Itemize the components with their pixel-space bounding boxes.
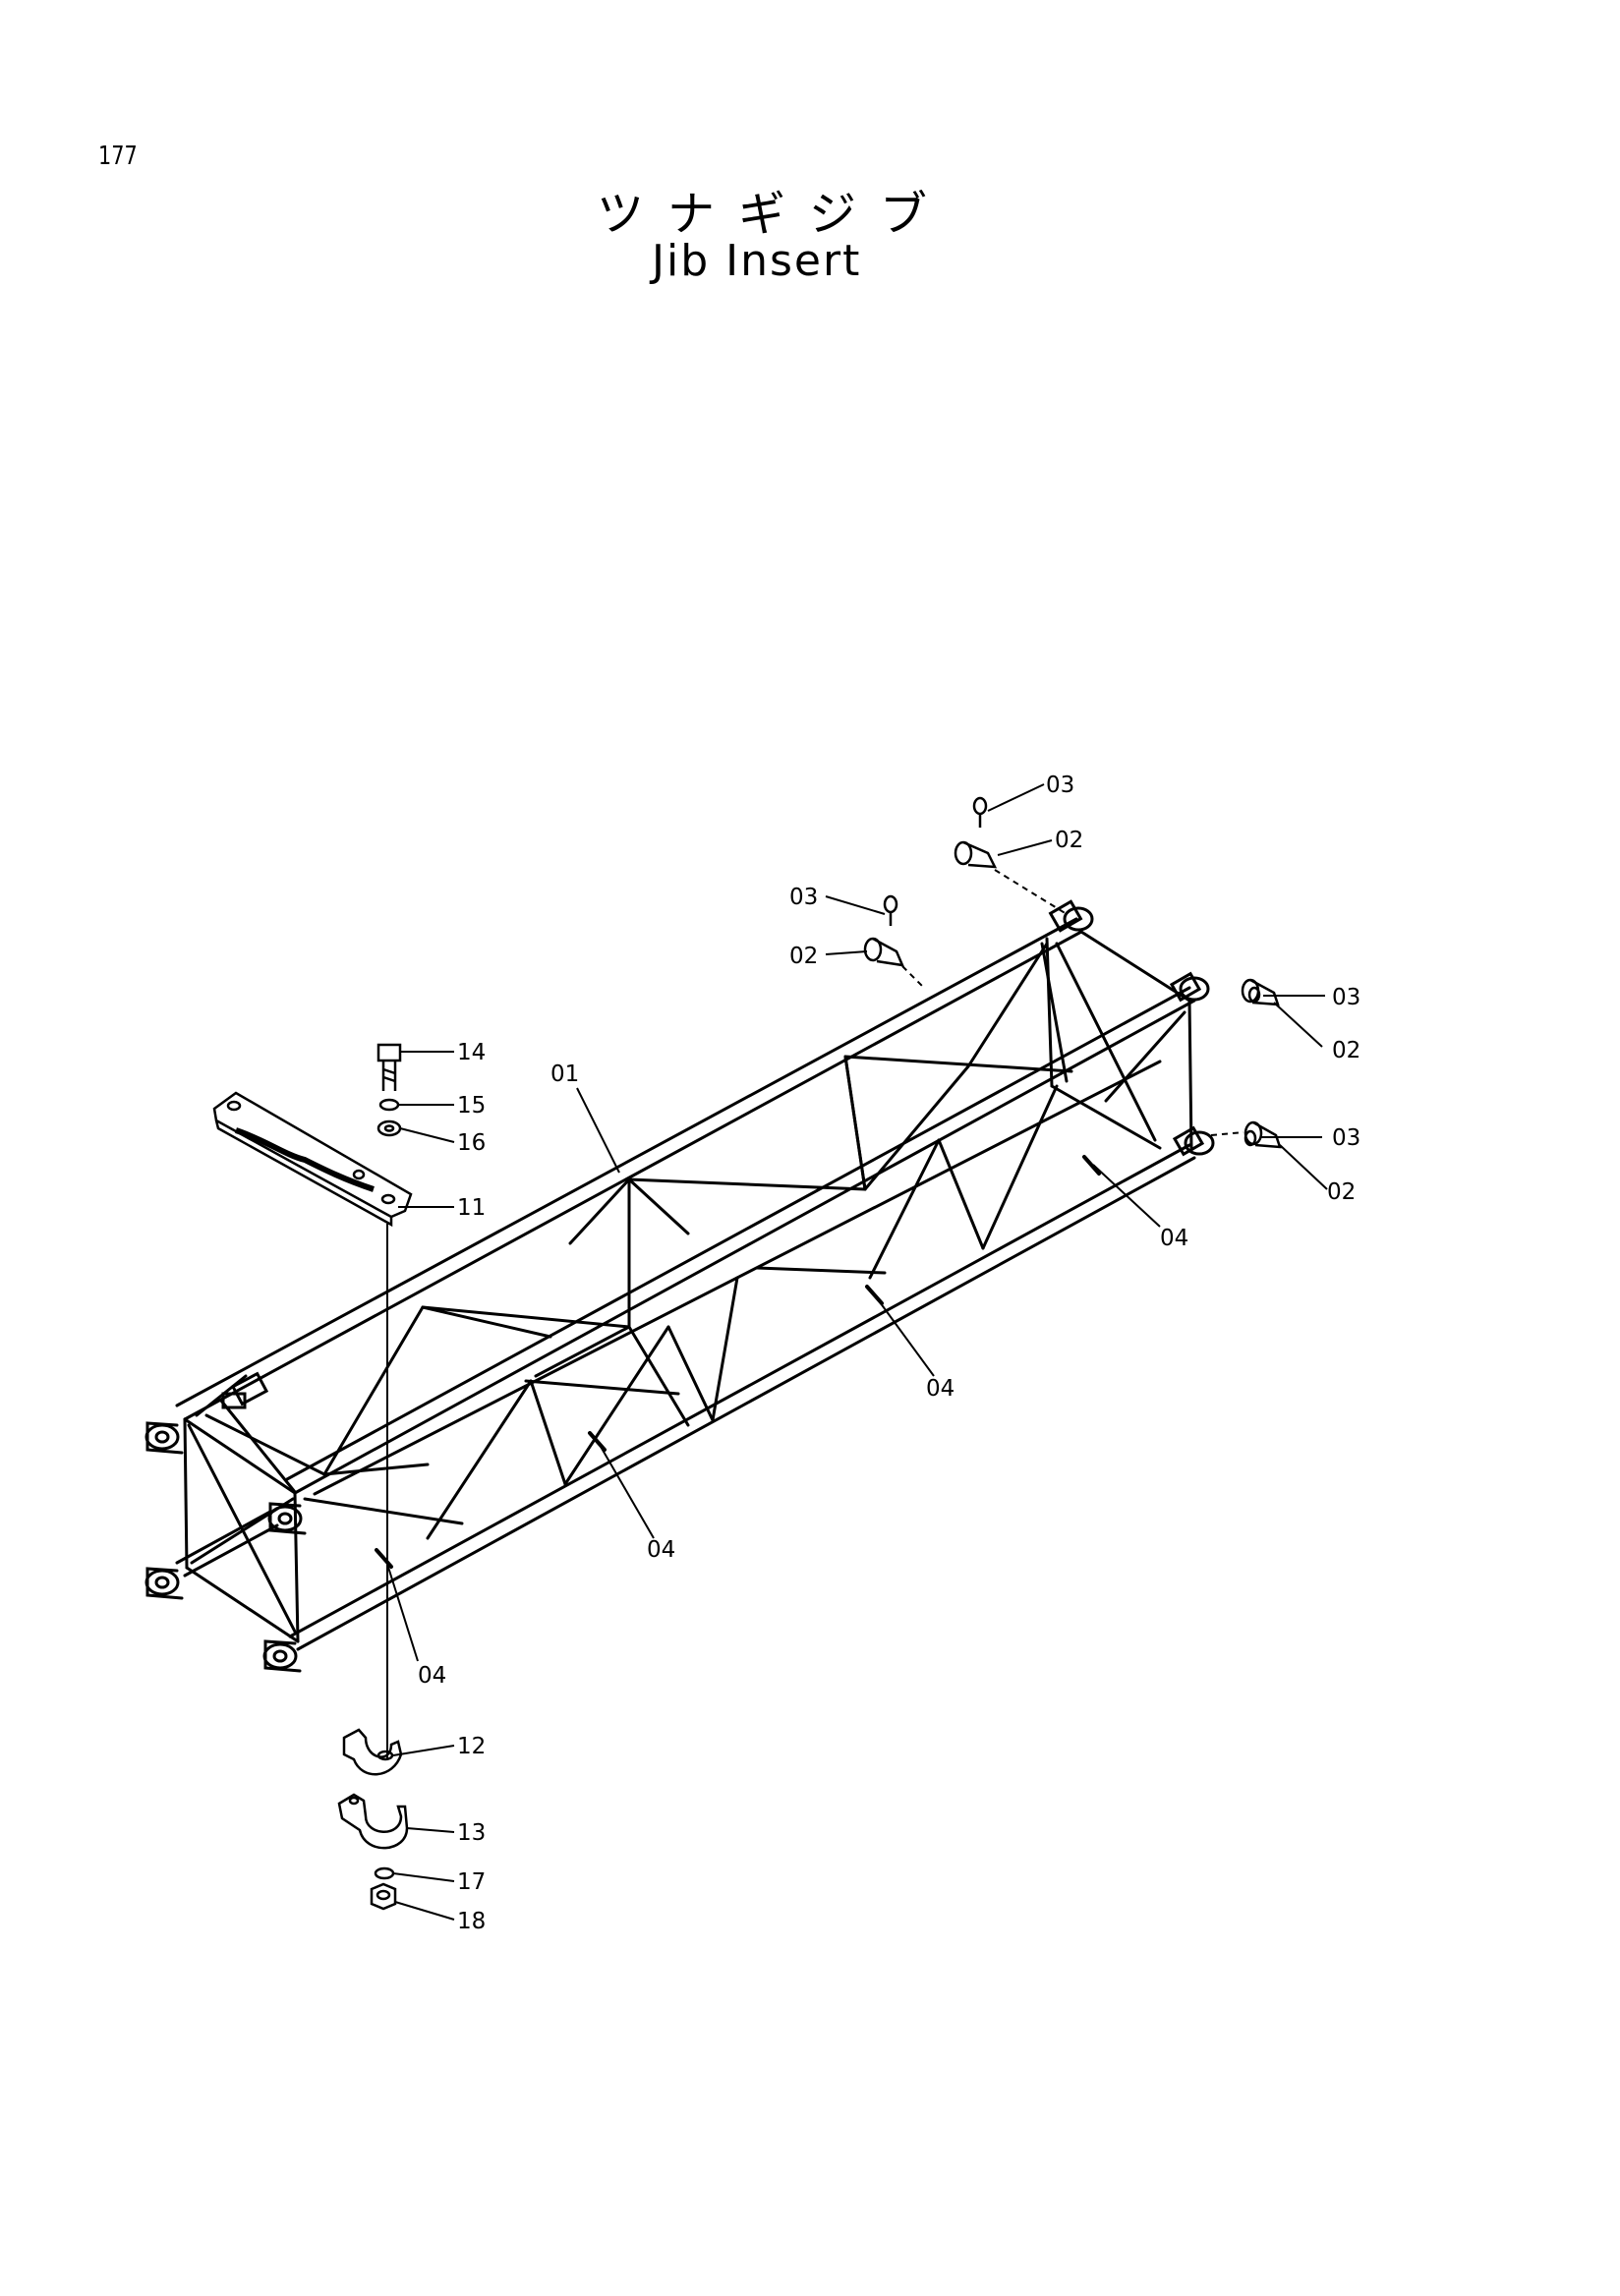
callout-02-right-lower: 02 [1327,1179,1356,1205]
snap-pin-part-03-right-upper [1247,986,1261,1004]
page-number: 177 [98,142,138,171]
callout-13: 13 [457,1820,486,1846]
pin-part-02-right-lower [1244,1120,1282,1149]
washer-part-17 [374,1866,395,1880]
callout-01: 01 [550,1062,579,1087]
callout-02-right-upper: 02 [1332,1038,1360,1063]
title-english: Jib Insert [652,236,862,286]
callout-04-center: 04 [647,1537,675,1563]
far-end-lugs [1048,899,1215,1157]
plate-part-11 [212,1091,413,1228]
callout-11: 11 [457,1195,486,1221]
near-end-lugs [145,1371,307,1673]
callout-03-right-upper: 03 [1332,985,1360,1010]
near-end-frame [183,1374,300,1643]
snap-pin-part-03-mid-left [883,894,898,926]
far-end-frame [1045,930,1193,1152]
washer-part-16 [376,1119,402,1137]
callout-16: 16 [457,1130,486,1156]
callout-04-right: 04 [1160,1226,1188,1251]
callout-15: 15 [457,1093,486,1119]
callout-03-right-lower: 03 [1332,1125,1360,1151]
snap-pin-part-03-top [972,796,988,828]
callout-14: 14 [457,1040,486,1065]
main-chords [175,917,1196,1651]
callout-labels: 01 03 02 03 02 03 02 03 02 04 04 04 04 1… [418,773,1360,1934]
callout-04-middle: 04 [926,1376,955,1402]
snap-pin-part-03-right-lower [1244,1129,1257,1147]
callout-02-top: 02 [1055,828,1083,853]
callout-17: 17 [457,1869,486,1895]
callout-03-top: 03 [1046,773,1074,798]
title-japanese: ツナギジブ [597,187,952,242]
callout-02-mid: 02 [789,944,818,969]
leader-lines [385,783,1328,1921]
pin-part-02-right-upper [1241,978,1280,1006]
jib-insert-frame [145,899,1215,1673]
nut-part-18 [370,1882,397,1911]
front-side-bracing [219,942,1069,1494]
parts-hardware [212,796,1282,1911]
pin-part-02-top [954,840,998,869]
clamp-part-13 [337,1793,409,1850]
pin-part-02-mid-left [863,937,905,967]
cable-guide-markers [375,1155,1101,1569]
callout-04-left: 04 [418,1663,446,1689]
bolt-part-14 [376,1043,402,1091]
top-bracing [204,1055,1073,1476]
washer-part-15 [378,1098,400,1112]
callout-03-mid: 03 [789,885,818,910]
rear-side-bracing [303,1084,1059,1540]
callout-12: 12 [457,1734,486,1759]
callout-18: 18 [457,1909,486,1934]
clamp-part-12 [342,1728,403,1776]
